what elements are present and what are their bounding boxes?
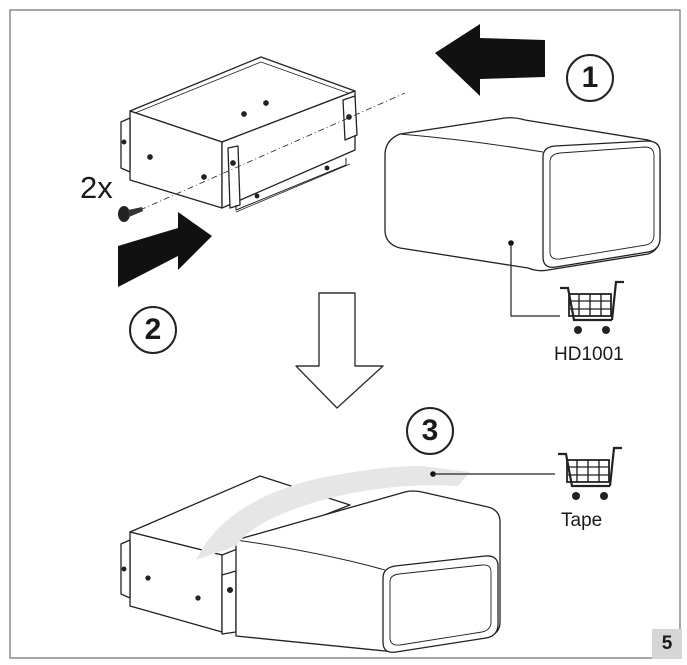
flat-duct-hd1001 [384,117,661,272]
duct-part-code: HD1001 [554,344,624,365]
shopping-cart-icon [558,446,622,500]
outline-arrow-down-icon [295,292,384,409]
alignment-line [139,92,406,211]
step-number-2: 2 [144,313,162,346]
shopping-cart-icon [560,280,624,334]
tape-label: Tape [561,510,603,531]
step-number-1: 1 [581,61,599,94]
assembled-housing-with-duct [120,475,501,653]
step-number-3: 3 [421,414,439,447]
step-1-circle [566,54,614,102]
screw-quantity-label: 2x [80,170,113,205]
page-number-badge: 5 [652,629,682,659]
solid-arrow-right-icon [118,212,212,287]
tape-strip [196,466,470,560]
screw-icon [118,206,143,222]
step-2-circle [129,306,177,354]
leader-line-duct [510,243,560,317]
step-3-circle [406,407,454,455]
fan-housing-box [120,56,358,213]
solid-arrow-left-icon [435,24,545,96]
page-frame [9,9,681,659]
